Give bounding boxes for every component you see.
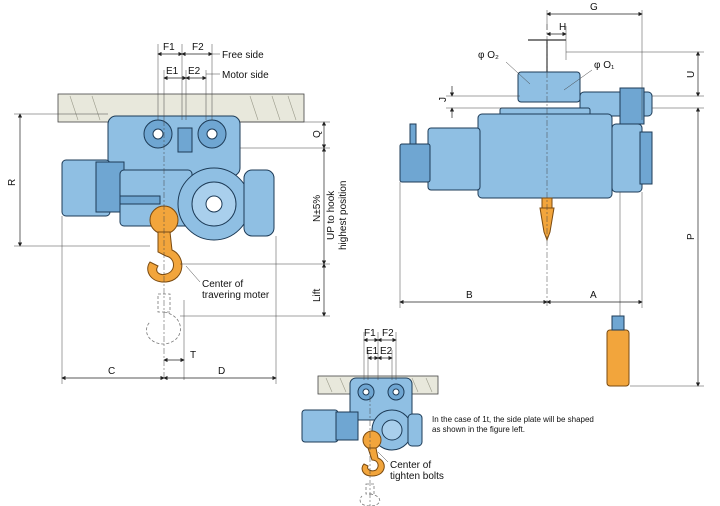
side-label-phi1: φ O₁ — [594, 60, 615, 71]
front-label-center-of: Center of — [202, 279, 243, 290]
small-label-e2: E2 — [380, 346, 393, 357]
small-label-f2: F2 — [382, 328, 394, 339]
side-drum — [477, 113, 613, 199]
front-label-r: R — [7, 179, 18, 186]
small-label-e1: E1 — [366, 346, 379, 357]
side-label-phi2: φ O₂ — [478, 50, 499, 61]
front-label-f1: F1 — [163, 42, 175, 53]
side-label-a: A — [590, 290, 597, 301]
side-label-j: J — [438, 97, 449, 102]
side-pendant — [606, 329, 630, 387]
front-label-e2: E2 — [188, 66, 201, 77]
small-note-line-1: In the case of 1t, the side plate will b… — [432, 415, 594, 424]
front-label-up-to-hook: UP to hook — [326, 190, 337, 240]
front-label-c: C — [108, 366, 115, 377]
front-label-d: D — [218, 366, 225, 377]
front-label-n: N±5% — [312, 195, 323, 222]
front-label-f2: F2 — [192, 42, 204, 53]
front-label-travering-moter: travering moter — [202, 290, 270, 301]
small-view: F1 F2 E1 E2 In the case of 1t, the side … — [301, 328, 594, 506]
front-label-highest-position: highest position — [338, 181, 349, 251]
front-label-q: Q — [312, 130, 323, 138]
front-label-t: T — [190, 350, 196, 361]
front-hook-ghost — [146, 293, 181, 345]
front-label-e1: E1 — [166, 66, 179, 77]
front-label-lift: Lift — [312, 288, 323, 302]
side-label-h: H — [559, 22, 566, 33]
small-label-f1: F1 — [364, 328, 376, 339]
front-dim-f — [157, 44, 213, 120]
front-view: F1 F2 E1 E2 Free side Motor side R Q N±5… — [7, 42, 349, 384]
small-hook — [361, 447, 385, 477]
front-label-free-side: Free side — [222, 50, 264, 61]
small-label-tighten-bolts: tighten bolts — [390, 471, 444, 482]
side-label-u: U — [686, 71, 697, 78]
front-label-motor-side: Motor side — [222, 70, 269, 81]
side-label-p: P — [686, 233, 697, 240]
small-note-line-2: as shown in the figure left. — [432, 425, 525, 434]
small-label-center-of: Center of — [390, 460, 431, 471]
side-view: G H φ O₂ φ O₁ U J P B A — [399, 2, 704, 387]
front-hook — [147, 231, 183, 283]
side-label-b: B — [466, 290, 473, 301]
side-label-g: G — [590, 2, 598, 13]
